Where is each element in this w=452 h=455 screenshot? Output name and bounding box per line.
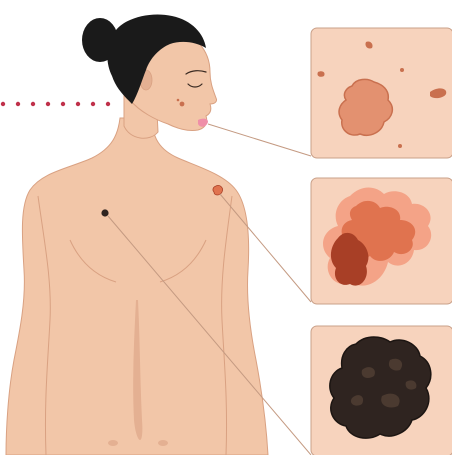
lesion-texture-1: [362, 367, 375, 378]
woman-figure: [6, 14, 268, 455]
lips: [198, 119, 208, 127]
dotted-pointer-line: [1, 102, 110, 106]
hair-bun: [82, 18, 118, 62]
freckle-5: [398, 144, 402, 148]
lesion-panel-top: [311, 28, 452, 158]
lesion-panel-middle: [311, 178, 452, 304]
shoulder-mole-multicolor: [213, 185, 223, 195]
cheek-mole-2: [177, 99, 180, 102]
lower-back-dimple-right: [158, 440, 168, 446]
connector-face-to-top-panel: [208, 124, 311, 156]
freckle-2: [317, 71, 324, 77]
cheek-mole: [180, 102, 185, 107]
back-mole-dark: [101, 209, 108, 216]
lower-back-dimple-left: [108, 440, 118, 446]
lesion-panel-bottom: [311, 326, 452, 455]
freckle-4: [400, 68, 404, 72]
